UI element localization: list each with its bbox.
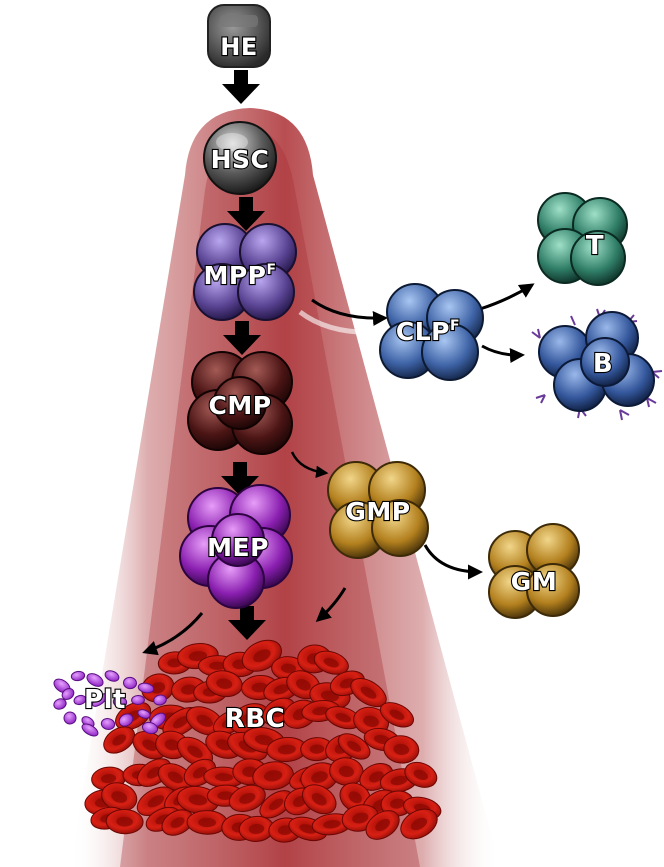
clp-cell-cluster: CLPF [379,283,484,381]
platelet [112,696,128,708]
red-blood-cell [400,808,438,840]
platelet [73,694,87,706]
gm-label: GM [511,567,557,596]
platelet [137,709,151,719]
platelet [91,693,109,707]
platelet [153,694,167,706]
arrow-cmp-gmp [290,451,329,479]
mep-cell-cluster: MEP [179,484,293,609]
arrow-clp-t [479,283,535,311]
platelet [123,676,137,690]
red-blood-cell [186,810,228,835]
platelet [61,687,75,701]
platelet [100,718,116,730]
platelet [104,670,120,682]
gm-cell-cluster: GM [488,523,580,619]
plt-label: Plt [84,685,126,715]
hsc-cell: HSC [203,121,277,195]
rbc-label: RBC [225,704,285,734]
red-blood-cell [157,763,194,792]
platelet [53,698,67,710]
cmp-cell-cluster: CMP [187,351,293,455]
b-label: B [593,349,613,379]
arrow-he-hsc [222,70,260,104]
platelet [81,723,99,737]
arrow-hsc-mpp [227,197,265,231]
platelet [137,682,155,694]
he-cell: HE [207,4,271,68]
arrow-mep-plt [142,612,204,656]
platelet [86,673,104,687]
mpp-cell-cluster: MPPF [193,223,297,321]
he-label: HE [220,33,257,61]
red-blood-cell [205,670,243,698]
mpp-label: MPPF [203,261,276,290]
red-blood-cell [103,726,136,754]
red-blood-cell [313,650,349,675]
arrow-gmp-rbc [315,587,347,622]
platelet [63,711,77,725]
red-blood-cell [141,673,175,703]
arrow-mpp-clp [311,298,388,327]
mep-label: MEP [207,533,269,562]
red-blood-cell [101,782,138,812]
arrow-cmp-mep [221,462,259,496]
lineage-cone [70,108,500,867]
arrow-mpp-clp-shadow [298,309,381,335]
arrow-clp-b [481,344,525,364]
red-blood-cell [301,784,337,815]
platelet [70,670,86,682]
rbc-cell-pile [84,639,442,843]
red-blood-cell [228,784,266,813]
platelet [118,713,134,727]
red-blood-cell [337,733,371,760]
red-blood-cell [241,639,282,672]
b-cell-cluster: B [531,308,663,421]
red-blood-cell [404,761,438,788]
red-blood-cell [365,810,400,840]
arrow-mpp-cmp [223,321,261,355]
red-blood-cell [379,702,414,728]
platelet [141,721,159,735]
hsc-label: HSC [211,145,270,174]
platelet-cluster [53,670,167,737]
gmp-cell-cluster: GMP [327,461,429,559]
red-blood-cell [238,815,275,842]
t-cell-cluster: T [537,192,628,286]
red-blood-cell [105,808,144,835]
arrow-mep-rbc [228,606,266,640]
red-blood-cell [329,757,364,786]
red-blood-cell [383,735,420,764]
platelet [131,694,145,706]
cmp-label: CMP [208,391,271,420]
gmp-label: GMP [345,497,410,526]
red-blood-cell [229,703,269,734]
red-blood-cell [252,761,294,791]
t-label: T [586,231,604,261]
clp-label: CLPF [396,317,460,346]
arrow-gmp-gm [423,544,483,580]
